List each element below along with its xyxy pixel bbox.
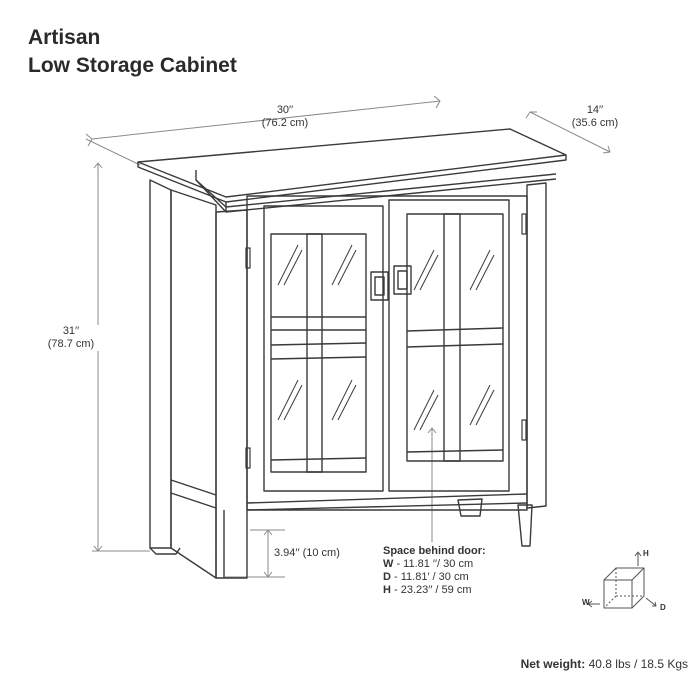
door-handles <box>370 265 412 301</box>
axis-d-label: D <box>660 603 666 612</box>
height-dimension-line <box>92 162 150 552</box>
depth-metric: (35.6 cm) <box>571 117 619 129</box>
width-metric: (76.2 cm) <box>261 117 309 129</box>
front-left-leg <box>215 209 248 579</box>
cabinet-top <box>137 128 567 213</box>
clearance-dimension-line <box>225 529 285 578</box>
left-door <box>263 205 384 492</box>
front-right-post <box>517 182 547 547</box>
product-title: Low Storage Cabinet <box>28 54 237 77</box>
depth-label: 14′′ (35.6 cm) <box>560 104 630 130</box>
space-behind-door-heading: Space behind door: <box>383 545 486 557</box>
space-depth-row: D - 11.81′ / 30 cm <box>383 571 469 583</box>
net-weight: Net weight: 40.8 lbs / 18.5 Kgs <box>521 657 688 671</box>
depth-imperial: 14′′ <box>586 104 604 116</box>
space-behind-door-notes: Space behind door: W - 11.81 ′′/ 30 cm D… <box>383 545 486 597</box>
axis-w-label: W <box>582 598 590 607</box>
height-label: 31′′ (78.7 cm) <box>38 325 104 351</box>
space-width-row: W - 11.81 ′′/ 30 cm <box>383 558 474 570</box>
brand-title: Artisan <box>28 26 101 49</box>
hinges <box>245 213 527 469</box>
axis-cube-icon <box>587 551 657 609</box>
depth-dimension-line <box>525 111 611 154</box>
height-metric: (78.7 cm) <box>47 338 95 350</box>
width-label: 30′′ (76.2 cm) <box>245 104 325 130</box>
net-weight-label: Net weight: <box>520 657 586 671</box>
right-door <box>388 199 510 492</box>
space-height-row: H - 23.23′′ / 59 cm <box>383 584 472 596</box>
clearance-label: 3.94′′ (10 cm) <box>270 547 374 560</box>
net-weight-value: 40.8 lbs / 18.5 Kgs <box>585 657 688 671</box>
axis-h-label: H <box>643 549 649 558</box>
front-frame <box>246 195 528 517</box>
height-imperial: 31′′ <box>62 325 80 337</box>
space-leader-line <box>427 427 437 542</box>
width-dimension-line <box>85 95 441 166</box>
width-imperial: 30′′ <box>276 104 294 116</box>
left-side-panel <box>149 179 217 579</box>
